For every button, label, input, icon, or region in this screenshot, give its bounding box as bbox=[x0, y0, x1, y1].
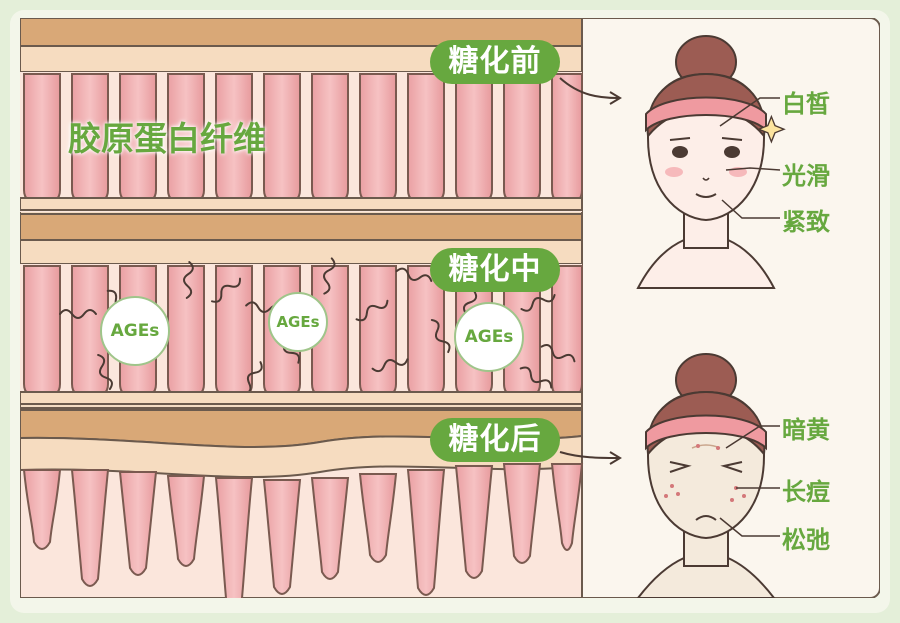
collagen-fiber bbox=[262, 479, 302, 595]
collagen-fiber bbox=[551, 73, 583, 206]
ages-bubble: AGEs bbox=[100, 296, 170, 366]
glycation-squiggle bbox=[323, 257, 336, 295]
glycation-squiggle bbox=[430, 318, 451, 354]
collagen-fiber bbox=[455, 73, 493, 206]
collagen-fiber bbox=[359, 73, 397, 206]
collagen-fiber bbox=[23, 265, 61, 400]
collagen-fiber-label: 胶原蛋白纤维 bbox=[68, 119, 266, 158]
trait-acne: 长痘 bbox=[782, 478, 830, 506]
glycation-squiggle bbox=[519, 366, 553, 389]
collagen-fiber bbox=[550, 463, 584, 551]
leader-firm bbox=[721, 199, 780, 219]
collagen-fiber bbox=[407, 73, 445, 206]
glycation-squiggle bbox=[97, 353, 113, 391]
arrow-after bbox=[559, 451, 622, 465]
glycation-squiggle bbox=[520, 293, 556, 312]
collagen-fiber bbox=[166, 475, 206, 567]
stage-during-tag: 糖化中 bbox=[430, 248, 560, 292]
trait-firm: 紧致 bbox=[782, 208, 830, 236]
collagen-fiber bbox=[359, 265, 397, 400]
glycation-squiggle bbox=[211, 277, 241, 303]
collagen-fiber bbox=[454, 465, 494, 579]
face-after-illustration bbox=[636, 353, 776, 598]
glycation-squiggle bbox=[183, 261, 194, 299]
collagen-fiber bbox=[358, 473, 398, 563]
collagen-fiber bbox=[551, 265, 583, 400]
stage-before-tag: 糖化前 bbox=[430, 40, 560, 84]
collagen-fiber bbox=[118, 471, 158, 576]
collagen-fiber bbox=[310, 477, 350, 580]
collagen-fiber bbox=[263, 73, 301, 206]
trait-white: 白皙 bbox=[782, 90, 830, 118]
leader-smooth bbox=[725, 167, 781, 171]
trait-smooth: 光滑 bbox=[782, 162, 830, 190]
ages-bubble: AGEs bbox=[268, 292, 328, 352]
collagen-fiber bbox=[311, 73, 349, 206]
collagen-fiber bbox=[22, 469, 62, 550]
panel-after-fibers bbox=[20, 407, 584, 598]
collagen-fiber bbox=[503, 73, 541, 206]
ages-bubble: AGEs bbox=[454, 302, 524, 372]
leader-white bbox=[719, 97, 780, 127]
collagen-fiber bbox=[70, 469, 110, 587]
collagen-fiber bbox=[502, 463, 542, 564]
leader-dull bbox=[725, 425, 780, 449]
glycation-squiggle bbox=[355, 299, 389, 322]
leader-sagging bbox=[719, 517, 780, 537]
trait-dull: 暗黄 bbox=[782, 416, 830, 444]
collagen-fiber bbox=[214, 477, 254, 598]
glycation-squiggle bbox=[59, 309, 97, 319]
glycation-squiggle bbox=[371, 358, 409, 373]
glycation-squiggle bbox=[540, 344, 576, 363]
collagen-fiber bbox=[23, 73, 61, 206]
glycation-squiggle bbox=[395, 267, 433, 282]
face-before-illustration bbox=[636, 35, 786, 289]
collagen-fiber bbox=[406, 469, 446, 596]
glycation-squiggle bbox=[242, 361, 263, 395]
arrow-before bbox=[559, 77, 622, 105]
stage-after-tag: 糖化后 bbox=[430, 418, 560, 462]
trait-sagging: 松弛 bbox=[782, 526, 830, 554]
